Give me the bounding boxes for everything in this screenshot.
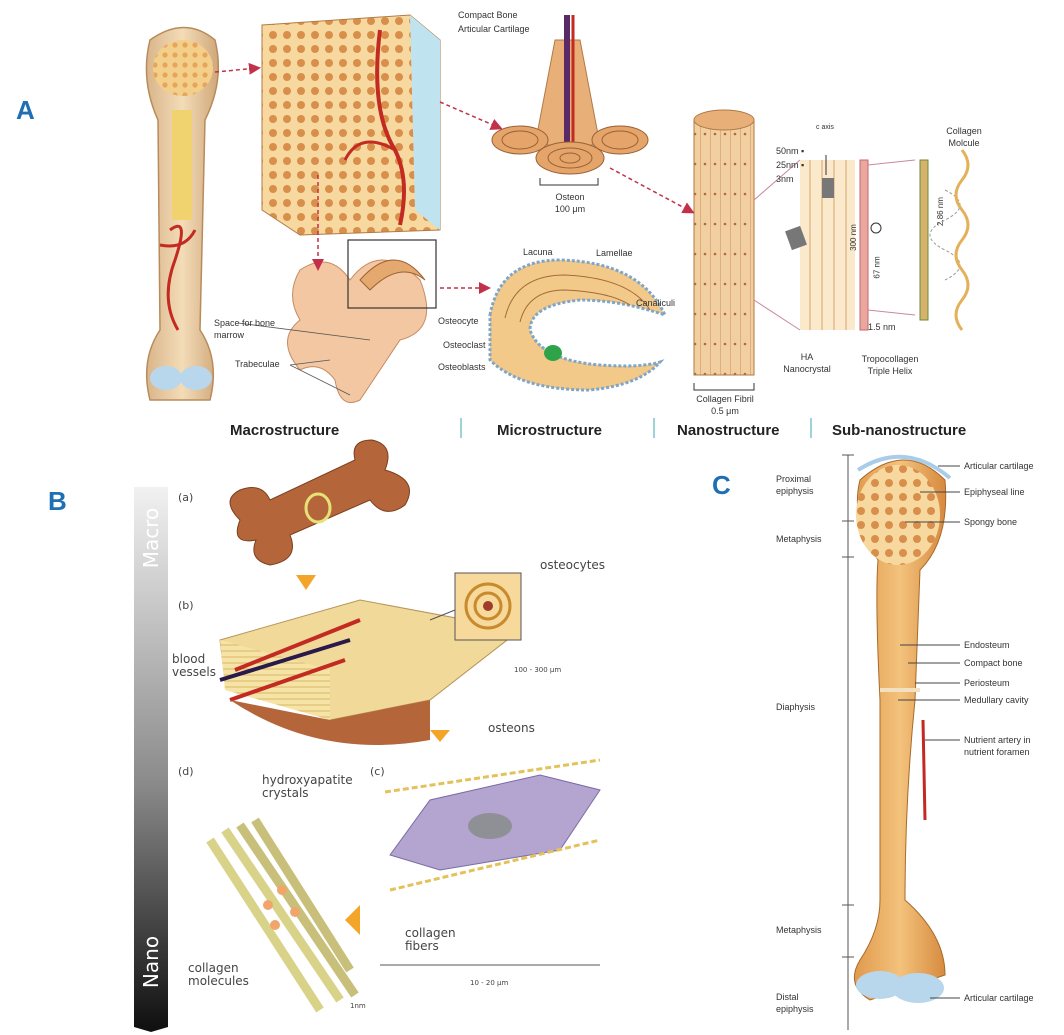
label-lacuna: Lacuna — [523, 247, 553, 258]
label-osteon-size: 100 μm — [546, 204, 594, 215]
label-space-marrow-2: marrow — [214, 330, 244, 341]
label-collagen-molecule-2: Molcule — [938, 138, 990, 149]
scale-divider — [653, 418, 655, 438]
label-nanocrystal: Nanocrystal — [776, 364, 838, 375]
label-blood: blood — [172, 653, 205, 665]
panel-label-c: C — [712, 470, 731, 501]
label-nutrient-1: Nutrient artery in — [964, 735, 1031, 746]
label-osteoclast: Osteoclast — [443, 340, 486, 351]
label-b-a: (a) — [178, 492, 193, 504]
label-vessels: vessels — [172, 666, 216, 678]
panel-c-long-bone — [854, 457, 950, 1003]
label-range-fibers: 10 - 20 μm — [470, 977, 508, 989]
label-compact-bone: Compact Bone — [458, 10, 518, 21]
label-endosteum: Endosteum — [964, 640, 1010, 651]
label-dim-25: 25nm ▪ — [776, 160, 804, 171]
scale-macro: Macro — [134, 494, 168, 584]
label-periosteum: Periosteum — [964, 678, 1010, 689]
label-c-axis: c axis — [816, 122, 834, 133]
label-articular-top: Articular cartilage — [964, 461, 1034, 472]
label-dim-3: 3nm — [776, 174, 794, 185]
panel-c-region-axis — [842, 455, 854, 1030]
scale-nanostructure: Nanostructure — [677, 422, 780, 439]
label-diaphysis: Diaphysis — [776, 702, 815, 713]
label-collagen-fibers-1: collagen — [405, 927, 456, 939]
label-nutrient-2: nutrient foramen — [964, 747, 1030, 758]
label-distal-1: Distal — [776, 992, 799, 1003]
panel-a-bone-block — [262, 15, 440, 235]
panel-label-b: B — [48, 486, 67, 517]
scale-sub-nanostructure: Sub-nanostructure — [832, 422, 966, 439]
scale-divider — [460, 418, 462, 438]
scale-microstructure: Microstructure — [497, 422, 602, 439]
label-range-osteon: 100 - 300 μm — [514, 664, 561, 676]
label-hydroxyapatite: hydroxyapatite — [262, 774, 353, 786]
label-spongy-bone: Spongy bone — [964, 517, 1017, 528]
panel-label-a: A — [16, 95, 35, 126]
label-b-d: (d) — [178, 766, 194, 778]
label-crystals: crystals — [262, 787, 309, 799]
panel-a-nanostructure — [785, 150, 968, 330]
label-collagen-fibril-size: 0.5 μm — [690, 406, 760, 417]
label-collagen-molecules-1: collagen — [188, 962, 239, 974]
label-tropocollagen: Tropocollagen — [852, 354, 928, 365]
label-67nm: 67 nm — [872, 256, 883, 278]
label-collagen-molecule-1: Collagen — [938, 126, 990, 137]
label-metaphysis-top: Metaphysis — [776, 534, 822, 545]
label-1nm: 1nm — [350, 1000, 366, 1012]
label-osteon: Osteon — [546, 192, 594, 203]
label-triple-helix: Triple Helix — [852, 366, 928, 377]
label-canaliculi: Canaliculi — [636, 298, 675, 309]
panel-b-bone — [230, 440, 410, 590]
label-300nm: 300 nm — [848, 224, 859, 251]
label-collagen-fibers-2: fibers — [405, 940, 439, 952]
label-osteoblasts: Osteoblasts — [438, 362, 486, 373]
label-osteocytes: osteocytes — [540, 559, 605, 571]
label-2-86nm: 2.86 nm — [935, 197, 946, 226]
label-articular-bottom: Articular cartilage — [964, 993, 1034, 1004]
label-dim-50: 50nm ▪ — [776, 146, 804, 157]
label-medullary-cavity: Medullary cavity — [964, 695, 1029, 706]
label-b-c: (c) — [370, 766, 385, 778]
label-ha: HA — [776, 352, 838, 363]
label-osteocyte: Osteocyte — [438, 316, 479, 327]
label-lamellae: Lamellae — [596, 248, 633, 259]
scale-nano: Nano — [134, 912, 168, 1012]
label-metaphysis-bottom: Metaphysis — [776, 925, 822, 936]
label-epiphyseal-line: Epiphyseal line — [964, 487, 1025, 498]
panel-a-long-bone — [146, 28, 218, 401]
scale-macrostructure: Macrostructure — [230, 422, 339, 439]
label-trabeculae: Trabeculae — [235, 359, 280, 370]
label-articular-cartilage-a: Articular Cartilage — [458, 24, 530, 35]
label-distal-2: epiphysis — [776, 1004, 814, 1015]
label-b-b: (b) — [178, 600, 194, 612]
label-collagen-fibril: Collagen Fibril — [690, 394, 760, 405]
label-1-5nm: 1.5 nm — [868, 322, 896, 333]
label-compact-bone-c: Compact bone — [964, 658, 1023, 669]
label-collagen-molecules-2: molecules — [188, 975, 249, 987]
label-space-marrow-1: Space for bone — [214, 318, 275, 329]
label-proximal-1: Proximal — [776, 474, 811, 485]
label-osteons: osteons — [488, 722, 535, 734]
panel-b-compact-block — [220, 573, 521, 745]
panel-a-osteon-cluster — [492, 15, 648, 185]
label-proximal-2: epiphysis — [776, 486, 814, 497]
scale-divider — [810, 418, 812, 438]
panel-a-microstructure — [490, 260, 665, 390]
